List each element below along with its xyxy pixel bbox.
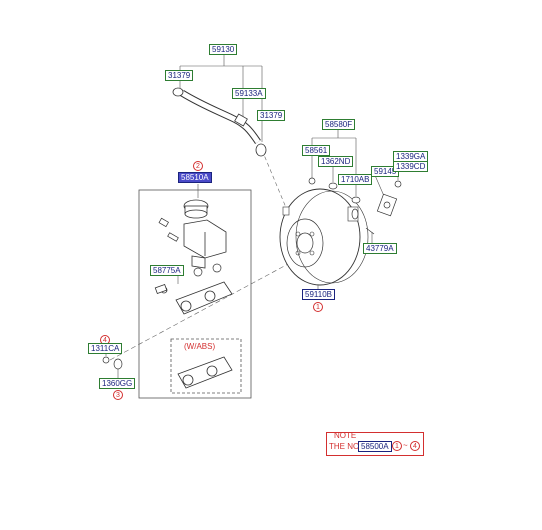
note-box (326, 432, 424, 456)
abs-variant-frame (170, 338, 242, 394)
part-label-43779a[interactable]: 43779A (363, 243, 397, 254)
part-label-58775a[interactable]: 58775A (150, 265, 184, 276)
part-label-1360gg[interactable]: 1360GG (99, 378, 136, 389)
abs-variant-label: (W/ABS) (184, 342, 216, 351)
part-label-58561[interactable]: 58561 (302, 145, 331, 156)
note-title: NOTE (334, 431, 357, 440)
note-ref-from: 1 (392, 441, 402, 451)
part-label-1710ab[interactable]: 1710AB (338, 174, 373, 185)
part-label-31379-upper[interactable]: 31379 (165, 70, 194, 81)
part-label-59130[interactable]: 59130 (209, 44, 238, 55)
part-label-58580f[interactable]: 58580F (322, 119, 356, 130)
vacuum-hose (172, 87, 267, 157)
brake-booster (279, 188, 369, 286)
note-ref-to: 4 (410, 441, 420, 451)
master-cylinder (154, 281, 233, 315)
note-tilde: ~ (403, 441, 408, 450)
hose-axis-line (261, 149, 288, 211)
part-label-1362nd[interactable]: 1362ND (318, 156, 354, 167)
part-label-59110b[interactable]: 59110B (302, 289, 335, 300)
note-part-number[interactable]: 58500A (358, 441, 392, 452)
part-label-31379-lower[interactable]: 31379 (257, 110, 286, 121)
ref-marker-3: 3 (113, 390, 123, 400)
master-cylinder-frame (138, 189, 252, 399)
part-label-58510a[interactable]: 58510A (178, 172, 212, 183)
part-label-1339cd[interactable]: 1339CD (393, 161, 429, 172)
abs-master-cylinder (177, 356, 233, 389)
part-label-1311ca[interactable]: 1311CA (88, 343, 123, 354)
reservoir (183, 199, 227, 269)
part-label-59133a[interactable]: 59133A (232, 88, 266, 99)
note-prefix: THE NO (329, 442, 360, 451)
ref-marker-2: 2 (193, 161, 203, 171)
ref-marker-1-booster: 1 (313, 302, 323, 312)
